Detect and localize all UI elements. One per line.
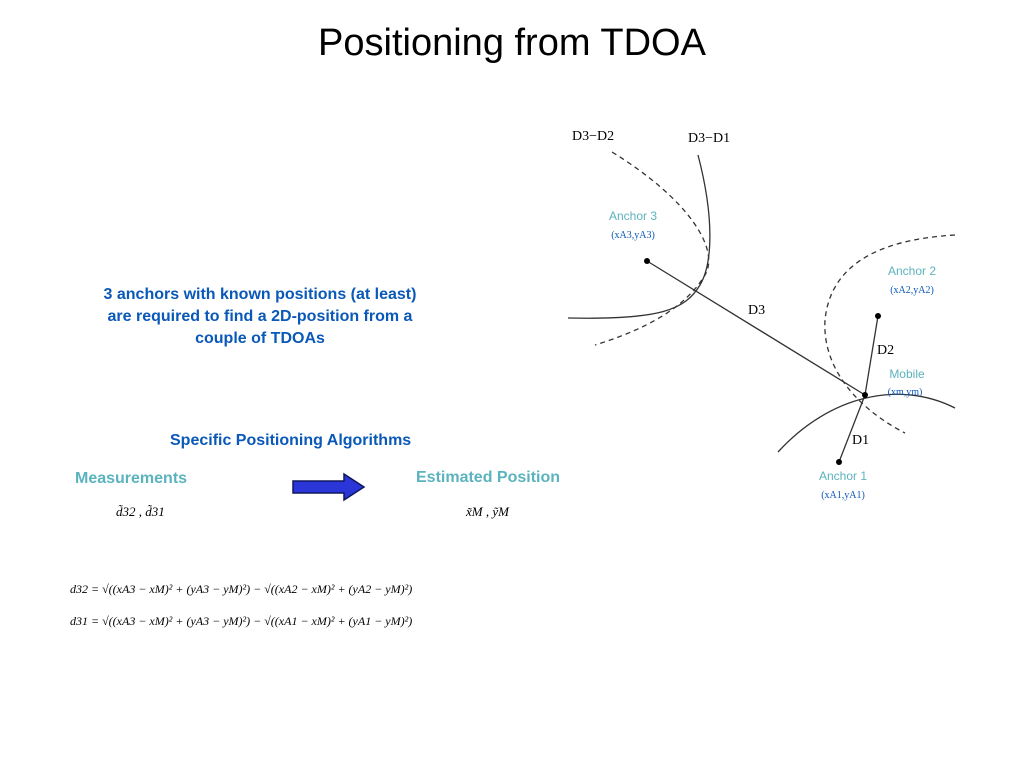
anchor2-coord: (xA2,yA2) bbox=[890, 285, 934, 296]
measurement-values-text: d̃32 , d̃31 bbox=[116, 504, 165, 519]
hyperbola-anchor1 bbox=[777, 393, 956, 453]
estimated-position-label: Estimated Position bbox=[416, 469, 561, 486]
line-d3 bbox=[646, 260, 866, 396]
anchor1-name: Anchor 1 bbox=[819, 469, 867, 483]
anchor-requirement-note: 3 anchors with known positions (at least… bbox=[103, 286, 417, 347]
anchor2-name: Anchor 2 bbox=[888, 264, 936, 278]
hyperbola-d3-d1 bbox=[567, 154, 711, 319]
label-d3: D3 bbox=[748, 303, 765, 318]
anchor3-dot bbox=[644, 258, 650, 264]
anchor3-name: Anchor 3 bbox=[609, 209, 657, 223]
anchor1-dot bbox=[836, 459, 842, 465]
hyperbola-anchor2 bbox=[824, 234, 956, 434]
label-d1: D1 bbox=[852, 433, 869, 448]
hyperbola-d3-d2 bbox=[594, 151, 710, 346]
right-arrow-icon bbox=[292, 472, 366, 502]
measurement-values: d̃32 , d̃31 bbox=[116, 504, 165, 520]
algorithms-label: Specific Positioning Algorithms bbox=[170, 432, 412, 449]
equation-d32: d32 = √((xA3 − xM)² + (yA3 − yM)²) − √((… bbox=[70, 582, 413, 596]
tdoa-diagram: D3−D2 D3−D1 D3 D2 D1 Anchor 3 (xA3,yA3) … bbox=[567, 129, 956, 501]
anchor1-coord: (xA1,yA1) bbox=[821, 490, 865, 501]
label-d3-d2: D3−D2 bbox=[572, 129, 614, 144]
anchor2-dot bbox=[875, 313, 881, 319]
mobile-coord: (xm,ym) bbox=[888, 387, 923, 398]
equation-d31: d31 = √((xA3 − xM)² + (yA3 − yM)²) − √((… bbox=[70, 614, 413, 628]
label-d3-d1: D3−D1 bbox=[688, 131, 730, 146]
slide-title: Positioning from TDOA bbox=[318, 22, 706, 64]
line-d1 bbox=[838, 394, 866, 463]
mobile-name: Mobile bbox=[889, 367, 925, 381]
mobile-dot bbox=[862, 392, 868, 398]
anchor3-coord: (xA3,yA3) bbox=[611, 230, 655, 241]
estimate-values: x̃M , ỹM bbox=[466, 504, 509, 520]
measurements-label: Measurements bbox=[75, 470, 188, 487]
estimate-values-text: x̃M , ỹM bbox=[466, 504, 509, 519]
label-d2: D2 bbox=[877, 343, 894, 358]
line-d2 bbox=[864, 315, 879, 396]
